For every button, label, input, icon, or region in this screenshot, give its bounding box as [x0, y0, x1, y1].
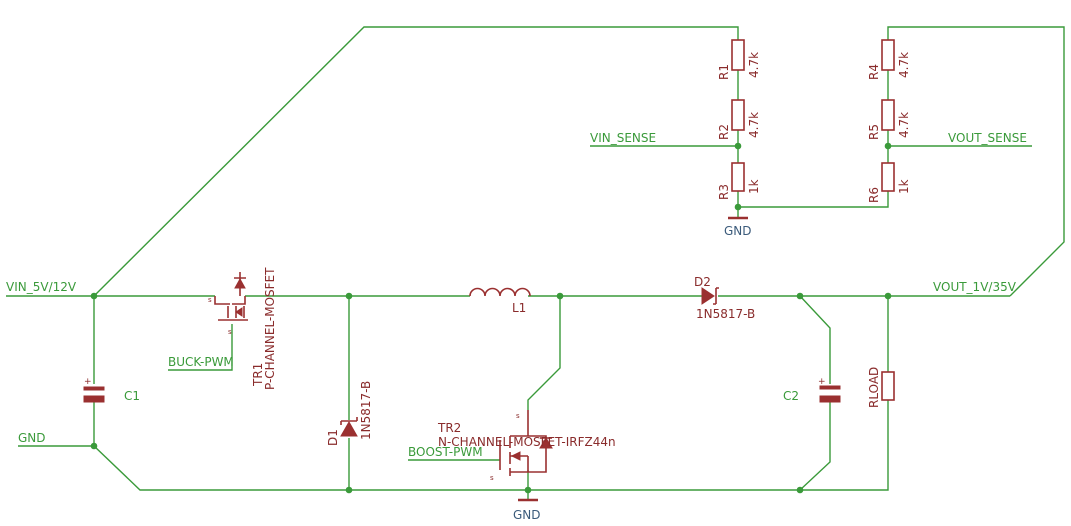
c1-polarity: +: [84, 377, 92, 387]
r1-value: 4.7k: [747, 52, 761, 78]
r4-value: 4.7k: [897, 52, 911, 78]
tr2-pin-mark: s: [516, 412, 520, 420]
r6-value: 1k: [897, 179, 911, 194]
r1-body: [731, 39, 745, 71]
r2-body: [731, 99, 745, 131]
r6-label: R6: [867, 187, 881, 203]
tr1-label: TR1: [251, 363, 265, 387]
junction-dot: [796, 486, 804, 494]
wire-vin-to-divider: [93, 26, 739, 297]
c1-label: C1: [124, 389, 140, 403]
junction-dot: [884, 292, 892, 300]
resistor-r3: R3 1k: [717, 162, 761, 200]
tr2-value: N-CHANNEL-MOSFET-IRFZ44n: [438, 435, 616, 449]
tr1-pin-mark: s: [228, 328, 232, 336]
r4-label: R4: [867, 64, 881, 80]
tr1-body: [214, 296, 248, 321]
inductor-l1: L1: [469, 287, 531, 315]
junction-dot: [90, 442, 98, 450]
resistor-r2: R2 4.7k: [717, 99, 761, 140]
d1-cathode: [340, 417, 358, 425]
junction-dot: [884, 142, 892, 150]
r4-body: [881, 39, 895, 71]
tr2-diode-arrow: [539, 437, 553, 449]
tr1-diode-arrow: [234, 277, 246, 289]
ground-label-divider: GND: [724, 224, 752, 238]
capacitor-plate: [819, 385, 841, 390]
net-labels: VIN_5V/12V GND BUCK-PWM BOOST-PWM VIN_SE…: [6, 131, 1027, 459]
r5-label: R5: [867, 124, 881, 140]
r5-value: 4.7k: [897, 112, 911, 138]
r3-body: [731, 162, 745, 192]
diode-d1: D1 1N5817-B: [326, 381, 373, 446]
net-label-vout: VOUT_1V/35V: [933, 280, 1017, 294]
tr1-value: P-CHANNEL-MOSFET: [263, 267, 277, 390]
r2-label: R2: [717, 124, 731, 140]
junction-dot: [734, 142, 742, 150]
c2-polarity: +: [818, 377, 826, 387]
d1-body: [340, 420, 358, 437]
d2-value: 1N5817-B: [696, 307, 755, 321]
d2-body: [701, 287, 715, 305]
tr1-pin-mark: s: [208, 296, 212, 304]
junction-dot: [556, 292, 564, 300]
junction-dot: [345, 486, 353, 494]
resistor-r5: R5 4.7k: [867, 99, 911, 140]
wire-vout-to-divider: [887, 26, 1065, 297]
mosfet-tr1: s s TR1 P-CHANNEL-MOSFET: [208, 267, 277, 390]
l1-label: L1: [512, 301, 526, 315]
d1-label: D1: [326, 429, 340, 446]
junction-dot: [796, 292, 804, 300]
net-label-vout-sense: VOUT_SENSE: [948, 131, 1027, 145]
net-label-gnd: GND: [18, 431, 46, 445]
resistor-rload: RLOAD: [867, 367, 895, 408]
l1-coil: [469, 287, 531, 297]
d2-label: D2: [694, 275, 711, 289]
mosfet-tr2: s s TR2 N-CHANNEL-MOSFET-IRFZ44n: [437, 410, 616, 482]
rload-label: RLOAD: [867, 367, 881, 408]
wire-c2: [799, 295, 831, 491]
ground-label-bottom: GND: [513, 508, 541, 522]
r5-body: [881, 99, 895, 131]
r3-value: 1k: [747, 179, 761, 194]
junction-dot: [734, 203, 742, 211]
tr2-label: TR2: [437, 421, 461, 435]
r1-label: R1: [717, 64, 731, 80]
net-label-boost-pwm: BOOST-PWM: [408, 445, 483, 459]
ground-symbol-bottom: GND: [513, 498, 541, 522]
tr1-channel-arrow: [235, 307, 243, 317]
diode-d2: D2 1N5817-B: [694, 275, 755, 321]
capacitor-plate: [83, 386, 105, 391]
d2-cathode: [713, 287, 719, 305]
net-label-buck-pwm: BUCK-PWM: [168, 355, 234, 369]
resistor-r6: R6 1k: [867, 162, 911, 203]
resistor-r4: R4 4.7k: [867, 39, 911, 80]
junctions: [90, 142, 892, 494]
wire-buck-pwm: [168, 324, 233, 371]
c2-label: C2: [783, 389, 799, 403]
junction-dot: [345, 292, 353, 300]
wire-l1-tr2: [527, 296, 561, 410]
ground-symbol-divider: GND: [724, 216, 752, 238]
capacitor-c2: + C2: [783, 377, 841, 403]
net-label-vin: VIN_5V/12V: [6, 280, 77, 294]
capacitor-plate: [83, 395, 105, 403]
capacitor-plate: [819, 395, 841, 403]
capacitor-c1: + C1: [83, 377, 140, 403]
r6-body: [881, 162, 895, 192]
rload-body: [881, 371, 895, 401]
resistor-r1: R1 4.7k: [717, 39, 761, 80]
r3-label: R3: [717, 184, 731, 200]
r2-value: 4.7k: [747, 112, 761, 138]
wire-ground-rail: [93, 400, 889, 491]
net-label-vin-sense: VIN_SENSE: [590, 131, 656, 145]
wires: [6, 26, 1065, 500]
junction-dot: [90, 292, 98, 300]
tr2-pin-mark: s: [490, 474, 494, 482]
junction-dot: [524, 486, 532, 494]
d1-value: 1N5817-B: [359, 381, 373, 440]
tr2-channel-arrow: [510, 451, 521, 461]
